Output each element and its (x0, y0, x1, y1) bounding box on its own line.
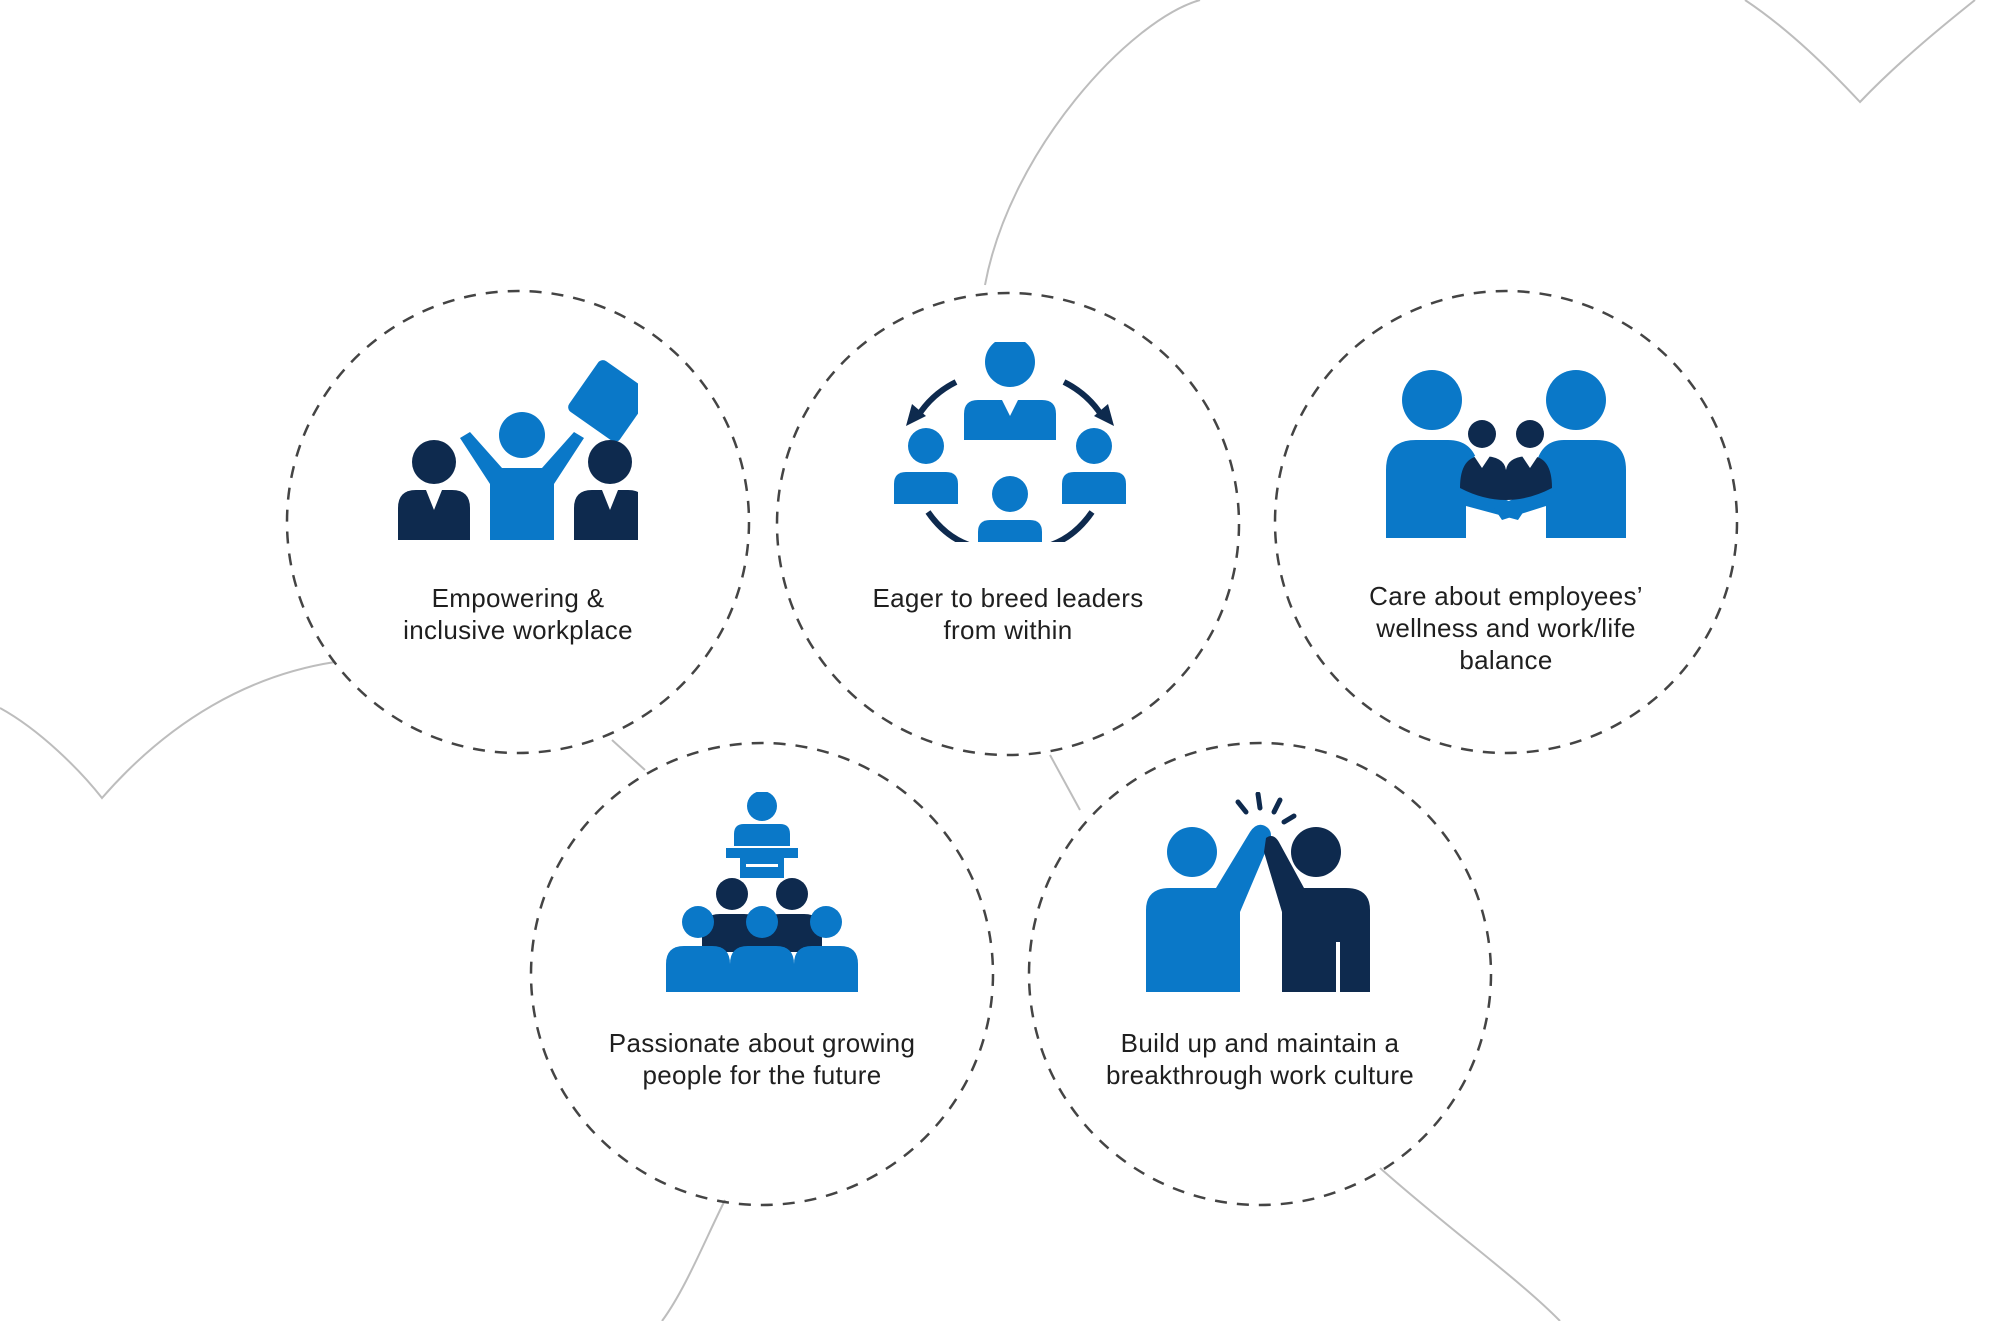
label-line: Passionate about growing (608, 1028, 916, 1058)
dashed-ring (1273, 289, 1739, 755)
value-circle-wellness: Care about employees’ wellness and work/… (1273, 289, 1739, 755)
family-care-icon (1386, 370, 1626, 538)
dashed-ring (285, 289, 751, 755)
leadership-cycle-icon (894, 342, 1126, 542)
value-circle-empowering: Empowering & inclusive workplace (285, 289, 751, 755)
speaker-audience-icon (666, 792, 858, 992)
value-label: Eager to breed leaders from within (808, 582, 1208, 646)
value-circle-culture: Build up and maintain a breakthrough wor… (1027, 741, 1493, 1207)
label-line: people for the future (642, 1060, 882, 1090)
value-label: Build up and maintain a breakthrough wor… (1060, 1027, 1460, 1091)
arc-connector-2 (1049, 754, 1081, 811)
label-line: from within (943, 615, 1073, 645)
value-circle-growing: Passionate about growing people for the … (529, 741, 995, 1207)
high-five-icon (1146, 792, 1370, 992)
dashed-ring (1027, 741, 1493, 1207)
label-line: inclusive workplace (403, 615, 633, 645)
arc-bottom-right (1379, 1167, 1561, 1321)
arc-bottom-left (661, 1199, 726, 1321)
label-line: balance (1459, 645, 1553, 675)
label-line: Build up and maintain a (1120, 1028, 1400, 1058)
value-label: Passionate about growing people for the … (562, 1027, 962, 1091)
label-line: breakthrough work culture (1105, 1060, 1415, 1090)
arc-top-large (984, 0, 1201, 286)
arc-top-right (1744, 0, 1976, 104)
value-label: Empowering & inclusive workplace (318, 582, 718, 646)
value-label: Care about employees’ wellness and work/… (1306, 580, 1706, 676)
arc-connector-1 (611, 739, 646, 771)
dashed-ring (529, 741, 995, 1207)
raised-hands-celebration-icon (398, 360, 638, 540)
label-line: Empowering & (431, 583, 605, 613)
label-line: Care about employees’ (1369, 581, 1643, 611)
label-line: wellness and work/life (1376, 613, 1636, 643)
label-line: Eager to breed leaders (872, 583, 1144, 613)
value-circle-leaders: Eager to breed leaders from within (775, 291, 1241, 757)
arc-left (0, 661, 336, 800)
dashed-ring (775, 291, 1241, 757)
